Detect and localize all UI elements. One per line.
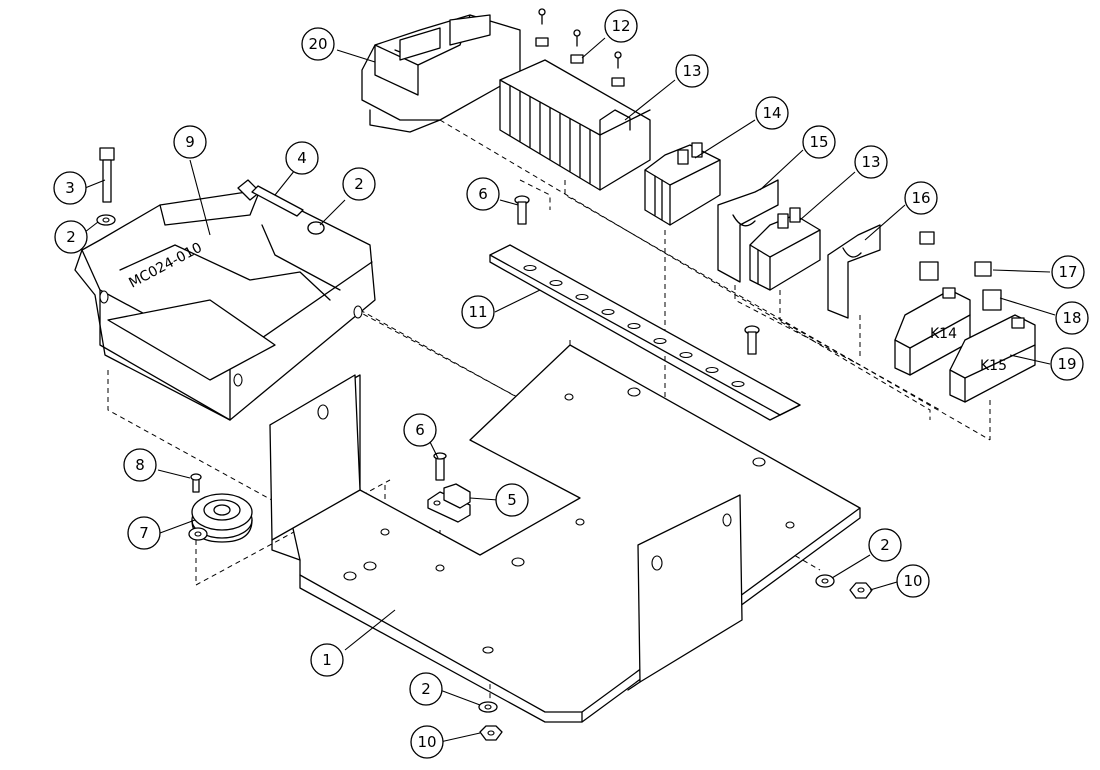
svg-text:19: 19	[1057, 355, 1076, 373]
svg-text:15: 15	[809, 133, 828, 151]
svg-text:14: 14	[762, 104, 781, 122]
balloon-16: 16	[904, 181, 938, 215]
balloon-12: 12	[604, 9, 638, 43]
svg-text:13: 13	[682, 62, 701, 80]
terminal-screws	[535, 8, 625, 87]
svg-text:4: 4	[297, 149, 307, 167]
relay-k15-label: K15	[980, 358, 1007, 374]
terminal-block-14	[644, 142, 721, 226]
din-rail	[489, 244, 801, 421]
balloon-10a: 10	[410, 725, 444, 759]
bolt-3	[96, 147, 116, 226]
balloon-15: 15	[802, 125, 836, 159]
svg-text:9: 9	[185, 133, 195, 151]
balloon-2a: 2	[342, 167, 376, 201]
balloon-10b: 10	[896, 564, 930, 598]
balloon-19: 19	[1050, 347, 1084, 381]
balloon-13b: 13	[854, 145, 888, 179]
balloon-11: 11	[461, 295, 495, 329]
svg-text:6: 6	[415, 421, 425, 439]
washer-nut-right	[815, 574, 873, 599]
svg-text:2: 2	[880, 536, 890, 554]
balloon-2c: 2	[409, 672, 443, 706]
balloon-8: 8	[123, 448, 157, 482]
balloon-20: 20	[301, 27, 335, 61]
svg-text:2: 2	[421, 680, 431, 698]
balloon-13a: 13	[675, 54, 709, 88]
balloon-3: 3	[53, 171, 87, 205]
rail-screws	[514, 195, 760, 355]
balloon-5: 5	[495, 483, 529, 517]
svg-text:20: 20	[308, 35, 327, 53]
svg-text:3: 3	[65, 179, 75, 197]
relay-k14-label: K14	[930, 326, 957, 342]
bolt-4	[237, 179, 325, 235]
relay-k15: K15	[949, 261, 1036, 403]
terminal-block-13b	[749, 207, 821, 291]
svg-text:17: 17	[1058, 263, 1077, 281]
balloon-2d: 2	[868, 528, 902, 562]
svg-text:16: 16	[911, 189, 930, 207]
balloon-1: 1	[310, 643, 344, 677]
svg-text:18: 18	[1062, 309, 1081, 327]
svg-text:12: 12	[611, 17, 630, 35]
svg-text:10: 10	[903, 572, 922, 590]
end-plate-15	[717, 179, 779, 283]
balloon-9: 9	[173, 125, 207, 159]
svg-text:5: 5	[507, 491, 517, 509]
svg-text:1: 1	[322, 651, 332, 669]
leader-lines	[84, 37, 1056, 743]
relay-k14: K14	[894, 231, 971, 376]
enclosure-mc024-010: MC024-010	[74, 189, 376, 421]
buzzer-7	[188, 473, 253, 543]
balloon-14: 14	[755, 96, 789, 130]
balloon-6a: 6	[466, 177, 500, 211]
svg-text:7: 7	[139, 524, 149, 542]
end-plate-16	[827, 224, 881, 319]
base-plate	[269, 344, 861, 723]
balloon-2b: 2	[54, 220, 88, 254]
svg-text:2: 2	[66, 228, 76, 246]
balloon-18: 18	[1055, 301, 1089, 335]
balloon-4: 4	[285, 141, 319, 175]
svg-text:2: 2	[354, 175, 364, 193]
balloon-17: 17	[1051, 255, 1085, 289]
balloon-7: 7	[127, 516, 161, 550]
washer-nut-bottom	[478, 701, 503, 741]
cable-clamp-5	[427, 452, 471, 523]
svg-text:13: 13	[861, 153, 880, 171]
balloon-6b: 6	[403, 413, 437, 447]
svg-text:11: 11	[468, 303, 487, 321]
svg-text:10: 10	[417, 733, 436, 751]
power-supply-module	[361, 14, 521, 133]
svg-text:6: 6	[478, 185, 488, 203]
terminal-block-strip	[499, 59, 651, 191]
svg-text:8: 8	[135, 456, 145, 474]
